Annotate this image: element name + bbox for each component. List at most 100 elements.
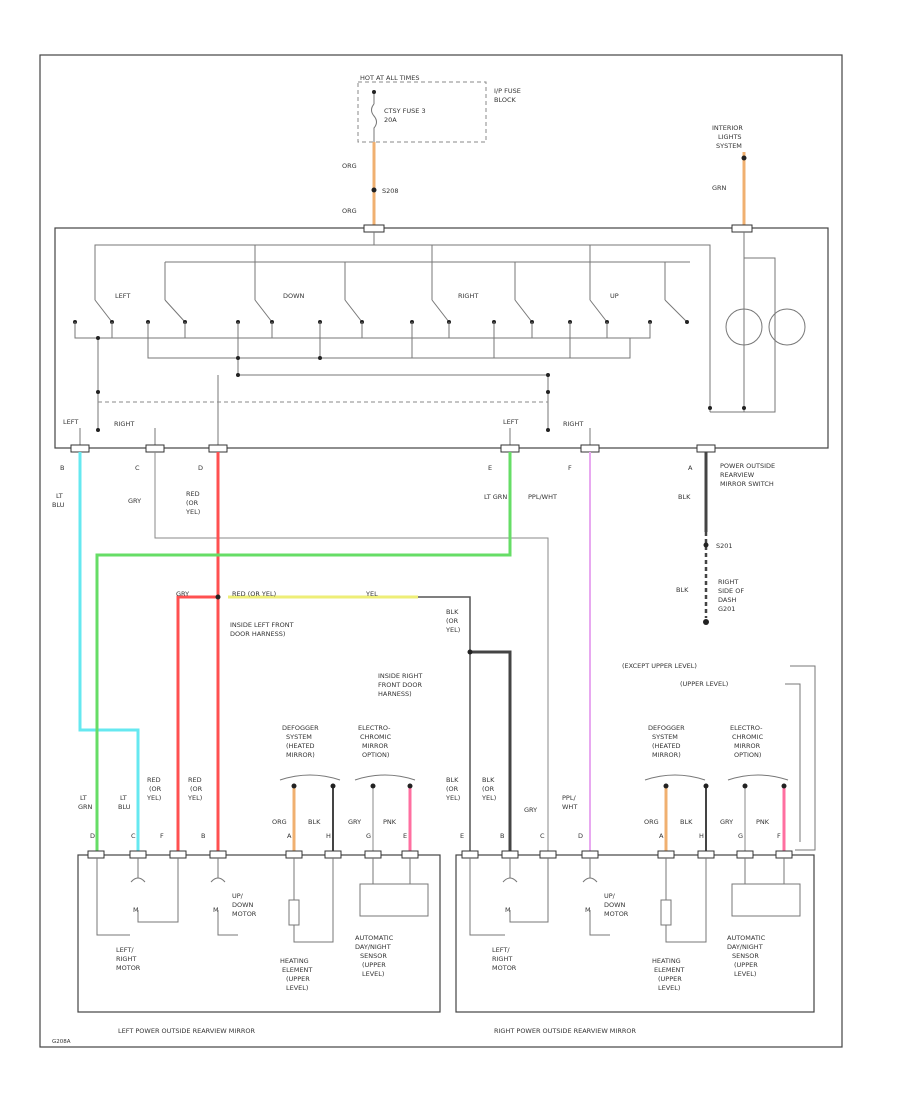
blk-yel-label-2: (OR (446, 617, 459, 625)
right-auto-label-1: AUTOMATIC (727, 934, 766, 942)
left-heater-circuit (293, 858, 334, 943)
switch-input-terminal (363, 224, 385, 233)
right-pin-c: C (540, 832, 545, 840)
left-auto-label-1: AUTOMATIC (355, 934, 394, 942)
right-inside-label-3: HARNESS) (378, 690, 412, 698)
right-auto-label-4: (UPPER (734, 961, 758, 969)
lt-grn-wire (95, 452, 512, 852)
lt-blu-label-1: LT (56, 492, 63, 500)
fuse-hot-node (372, 90, 376, 94)
switch-label-up: UP (610, 292, 619, 300)
except-upper-level-label: (EXCEPT UPPER LEVEL) (622, 662, 697, 670)
left-lr-motor-label-2: RIGHT (116, 955, 136, 963)
switch-label-right: RIGHT (458, 292, 478, 300)
right-defogger-1: DEFOGGER (648, 724, 685, 732)
left-mirror-pin-letters: D C F B A H G E (90, 832, 407, 840)
left-bottom-wire-labels: LT GRN LT BLU RED (OR YEL) RED (OR YEL) … (78, 776, 397, 826)
right-wire-label-2a: BLK (482, 776, 495, 784)
fuse-rating-label: 20A (384, 116, 397, 124)
right-auto-label-5: LEVEL) (734, 970, 756, 978)
right-wire-label-8: PNK (756, 818, 770, 826)
ground-label-1: RIGHT (718, 578, 738, 586)
right-wire-label-1b: (OR (446, 785, 459, 793)
left-defogger-4: MIRROR) (286, 751, 315, 759)
left-pin-f: F (160, 832, 164, 840)
switch-pin-e: E (488, 464, 492, 472)
left-lr-motor-label-3: MOTOR (116, 964, 141, 972)
gry-label: GRY (128, 497, 141, 505)
left-inside-label-2: DOOR HARNESS) (230, 630, 285, 638)
right-electro-4: OPTION) (734, 751, 761, 759)
yel-label: YEL (365, 590, 378, 598)
left-wire-label-7: GRY (348, 818, 361, 826)
right-pin-h: H (699, 832, 704, 840)
left-electro-4: OPTION) (362, 751, 389, 759)
right-selector-label: LEFT (503, 418, 518, 426)
lamp-circuit (710, 232, 776, 413)
blk-yel-label-1: BLK (446, 608, 459, 616)
interior-lights-label-3: SYSTEM (716, 142, 742, 150)
left-auto-label-4: (UPPER (362, 961, 386, 969)
left-ud-motor-label-3: MOTOR (232, 910, 257, 918)
fuse-block (357, 81, 487, 143)
left-pin-e: E (403, 832, 407, 840)
diagram-code: G208A (52, 1039, 71, 1045)
switch-pin-d: D (198, 464, 203, 472)
left-pin-g: G (366, 832, 371, 840)
interior-lights-label-2: LIGHTS (718, 133, 742, 141)
lt-grn-label: LT GRN (484, 493, 507, 501)
right-auto-label-3: SENSOR (732, 952, 759, 960)
right-ud-motor-label-3: MOTOR (604, 910, 629, 918)
switch-name-2: REARVIEW (720, 471, 755, 479)
right-heat-label-3: (UPPER (658, 975, 682, 983)
left-pin-b: B (201, 832, 205, 840)
right-lr-motor-label-2: RIGHT (492, 955, 512, 963)
mirror-switch-box (54, 227, 829, 449)
left-wire-label-3a: RED (147, 776, 161, 784)
right-day-night-sensor (731, 883, 801, 917)
right-wire-label-6: BLK (680, 818, 693, 826)
harness-left-wire-label: GRY (176, 590, 189, 598)
right-heat-label-2: ELEMENT (654, 966, 684, 974)
left-wire-label-5: ORG (272, 818, 287, 826)
right-pin-f: F (777, 832, 781, 840)
left-motor-circuit (96, 858, 238, 936)
upper-level-label: (UPPER LEVEL) (680, 680, 728, 688)
feed-wire-top-label: ORG (342, 162, 357, 170)
ground-label-2: SIDE OF (718, 587, 744, 595)
right-ud-motor-label-1: UP/ (604, 892, 616, 900)
red-label-2: (OR (186, 499, 199, 507)
right-defogger-2: SYSTEM (652, 733, 678, 741)
interior-lights-label-1: INTERIOR (712, 124, 743, 132)
left-wire-label-3c: YEL) (146, 794, 161, 802)
left-electro-1: ELECTRO- (358, 724, 391, 732)
switch-contacts (73, 320, 689, 324)
right-mirror-pin-letters: E B C D A H G F (460, 832, 781, 840)
right-pin-a: A (659, 832, 664, 840)
illumination-lamp-1 (725, 308, 763, 346)
fuse-symbol (371, 92, 377, 142)
right-mirror-title: RIGHT POWER OUTSIDE REARVIEW MIRROR (494, 1027, 636, 1035)
right-inside-label-2: FRONT DOOR (378, 681, 423, 689)
right-mirror-terminals (461, 850, 793, 859)
hot-at-all-times-label: HOT AT ALL TIMES (360, 74, 420, 82)
ground-g201 (703, 619, 709, 625)
right-pin-g: G (738, 832, 743, 840)
left-selector-label: LEFT (63, 418, 78, 426)
right-wire-label-1a: BLK (446, 776, 459, 784)
left-pin-d: D (90, 832, 95, 840)
right-wire-label-1c: YEL) (445, 794, 460, 802)
left-day-night-sensor (359, 883, 429, 917)
left-wire-label-4c: YEL) (187, 794, 202, 802)
diagram-frame (39, 54, 843, 1048)
left-heating-element (288, 899, 300, 926)
right-pin-d: D (578, 832, 583, 840)
left-wire-label-2a: LT (120, 794, 127, 802)
splice-s208 (371, 187, 377, 193)
harness-red-label: RED (OR YEL) (232, 590, 276, 598)
switch-label-left: LEFT (115, 292, 130, 300)
left-wire-label-1a: LT (80, 794, 87, 802)
left-auto-label-5: LEVEL) (362, 970, 384, 978)
switch-name-1: POWER OUTSIDE (720, 462, 775, 470)
left-defogger-2: SYSTEM (286, 733, 312, 741)
